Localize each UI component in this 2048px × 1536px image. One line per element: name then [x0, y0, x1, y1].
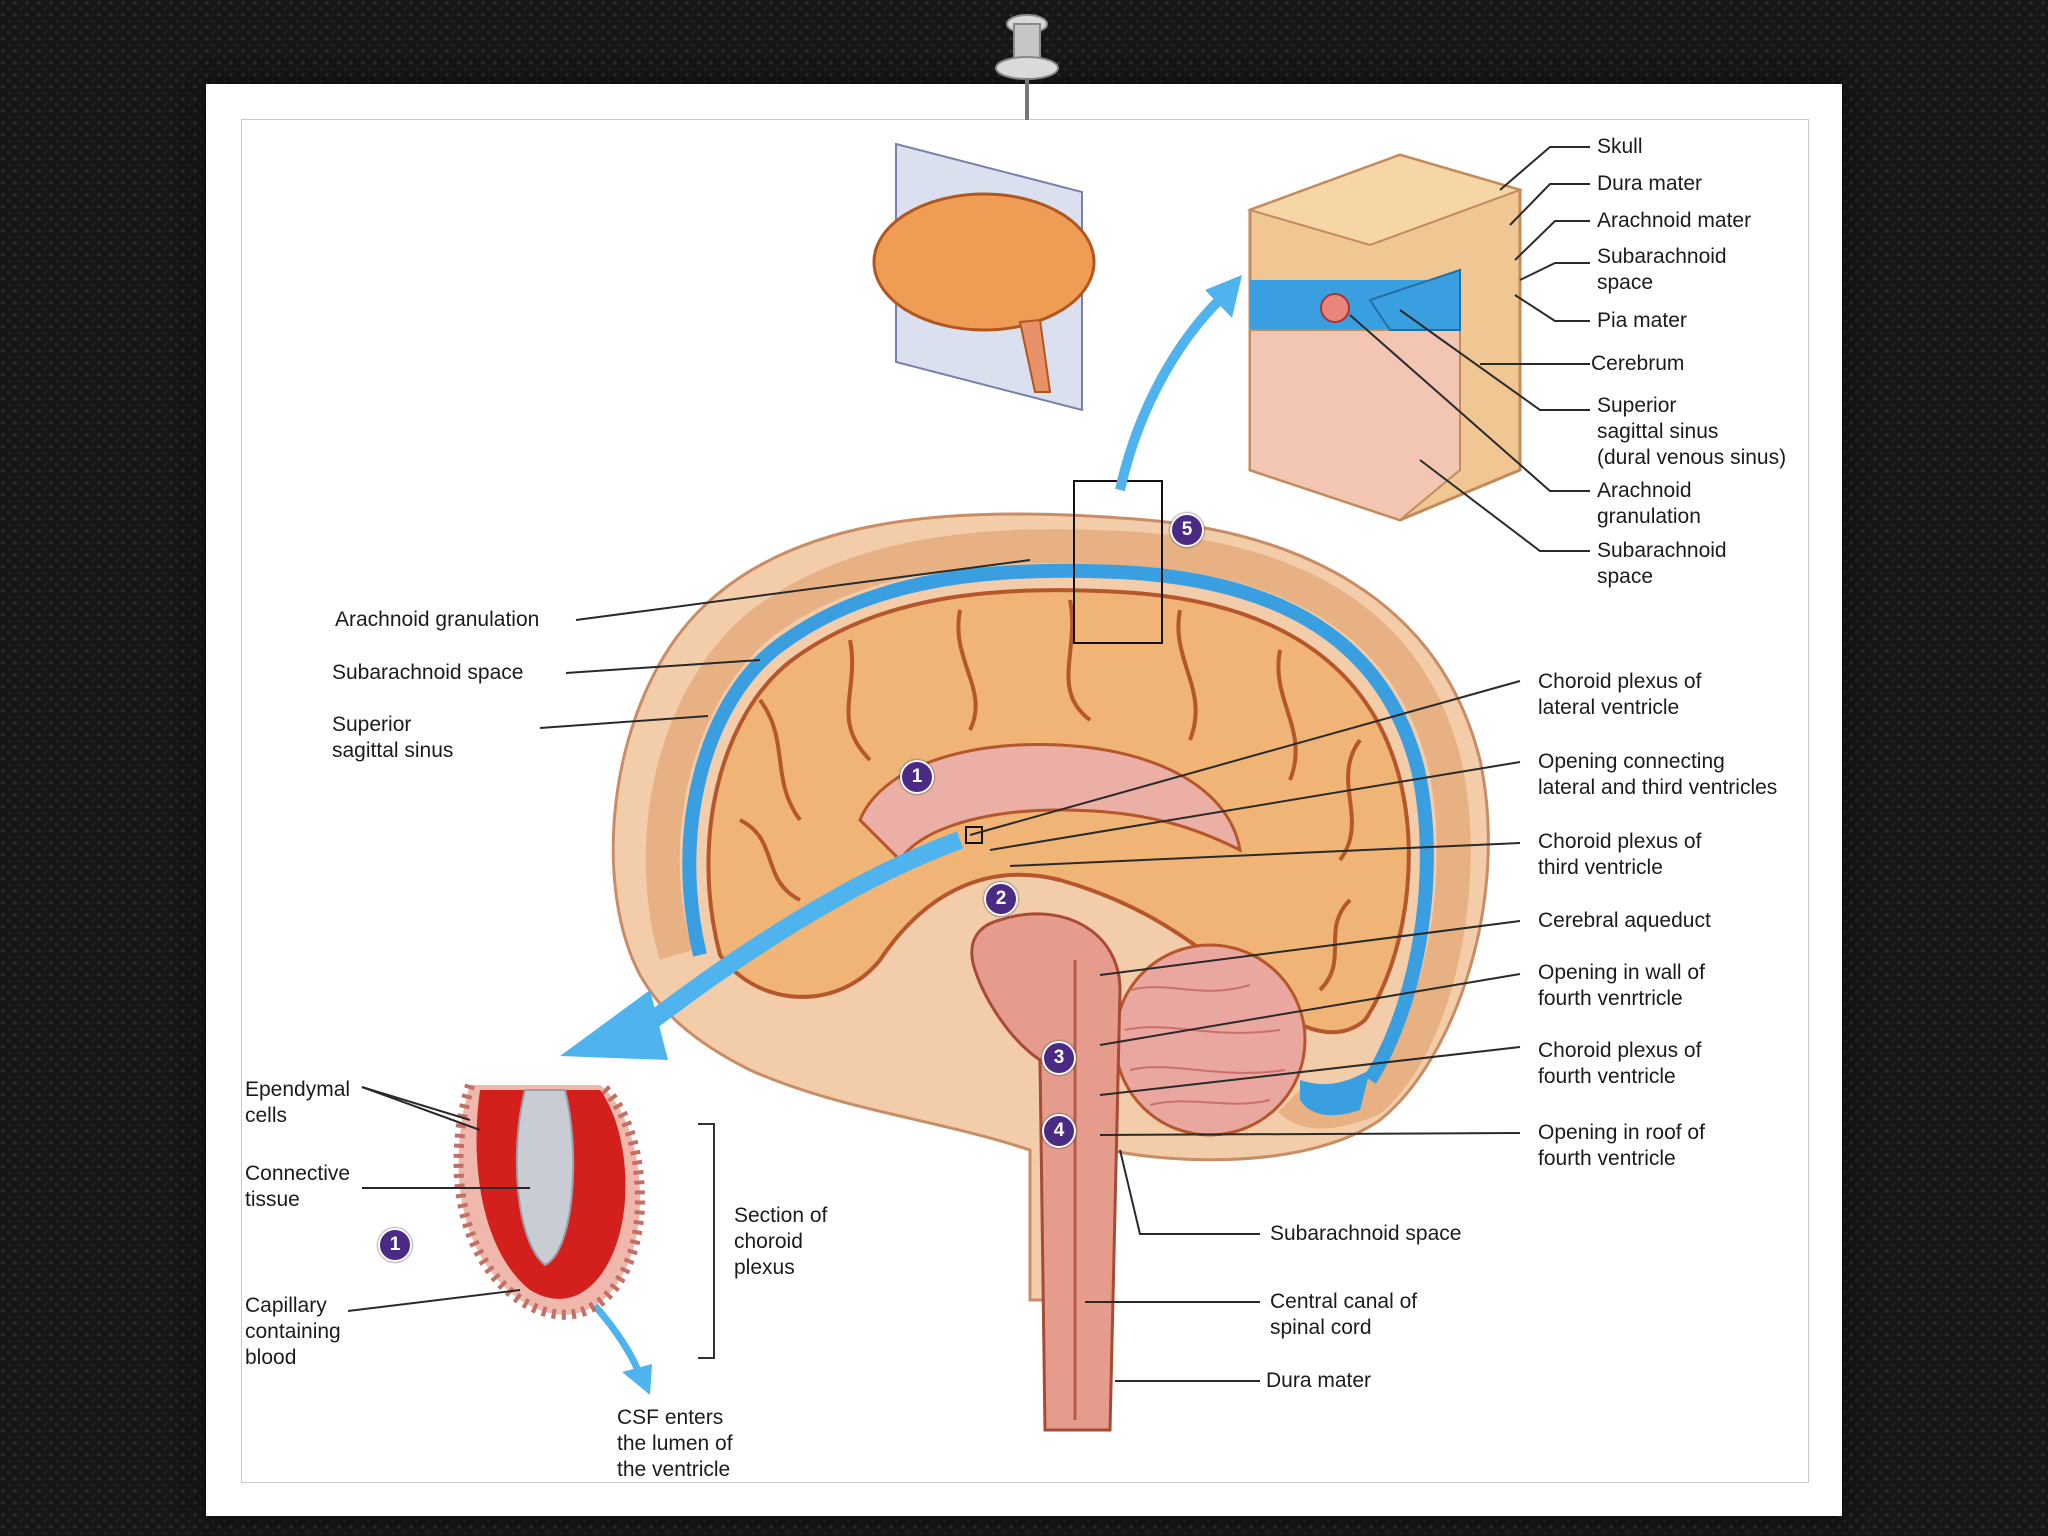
label-opening-roof-fourth: Opening in roof of fourth ventricle [1538, 1121, 1705, 1170]
label-ependymal-cells: Ependymal cells [245, 1078, 351, 1127]
brainstem-spinal-cord [970, 912, 1122, 1432]
arrow-to-inset [1115, 286, 1234, 492]
inset-label-cerebrum: Cerebrum [1591, 352, 1685, 375]
label-subarachnoid-space-lower: Subarachnoid space [1270, 1222, 1462, 1245]
cerebellum [1113, 943, 1307, 1137]
arrow-to-inset-head [1205, 275, 1242, 318]
push-pin-icon [995, 14, 1059, 120]
lateral-ventricle [858, 742, 1242, 863]
choroid-plexus-section [453, 1081, 646, 1320]
reference-brainstem [1018, 318, 1052, 393]
choroid-region-box [965, 826, 983, 844]
inset-label-subarachnoid-space: Subarachnoid space [1597, 245, 1727, 294]
fourth-ventricle-csf [1300, 1070, 1370, 1116]
inset-label-skull: Skull [1597, 135, 1643, 158]
arrow-csf-lumen-head [622, 1364, 652, 1395]
label-connective-tissue: Connective tissue [245, 1162, 351, 1211]
label-superior-sagittal-sinus: Superior sagittal sinus [332, 713, 454, 762]
inset-label-superior-sagittal-sinus: Superior sagittal sinus (dural venous si… [1597, 394, 1787, 469]
label-cerebral-aqueduct: Cerebral aqueduct [1538, 909, 1711, 932]
label-choroid-plexus-lateral: Choroid plexus of lateral ventricle [1538, 670, 1702, 719]
step-1-marker: 1 [900, 760, 934, 794]
step-1-choroid-marker: 1 [378, 1228, 412, 1262]
inset-label-arachnoid-mater: Arachnoid mater [1597, 209, 1752, 232]
leader-lines [347, 146, 1590, 1382]
arrow-to-choroid-head [560, 990, 668, 1060]
inset-label-dura-mater: Dura mater [1597, 172, 1703, 195]
label-subarachnoid-space: Subarachnoid space [332, 661, 524, 684]
label-dura-mater-lower: Dura mater [1266, 1369, 1372, 1392]
label-opening-lateral-third: Opening connecting lateral and third ven… [1538, 750, 1778, 799]
step-3-marker: 3 [1042, 1041, 1076, 1075]
label-capillary: Capillary containing blood [245, 1294, 341, 1369]
label-central-canal: Central canal of spinal cord [1270, 1290, 1418, 1339]
subarachnoid-csf [682, 563, 1434, 1084]
label-arachnoid-granulation: Arachnoid granulation [335, 608, 540, 631]
inset-label-arachnoid-granulation: Arachnoid granulation [1597, 479, 1701, 528]
step-2-marker: 2 [984, 882, 1018, 916]
reference-brain [872, 192, 1096, 332]
step-5-marker: 5 [1170, 513, 1204, 547]
arrow-to-choroid [634, 831, 964, 1038]
label-choroid-plexus-fourth: Choroid plexus of fourth ventricle [1538, 1039, 1702, 1088]
label-choroid-plexus-third: Choroid plexus of third ventricle [1538, 830, 1702, 879]
inset-label-subarachnoid-space-2: Subarachnoid space [1597, 539, 1727, 588]
inset-label-pia-mater: Pia mater [1597, 309, 1687, 332]
label-section-choroid-plexus: Section of choroid plexus [734, 1204, 828, 1279]
meninges-inset [1246, 153, 1524, 522]
skull-layer [645, 529, 1471, 1129]
label-csf-enters: CSF enters the lumen of the ventricle [617, 1406, 733, 1481]
label-opening-wall-fourth: Opening in wall of fourth venrtricle [1538, 961, 1705, 1010]
step-4-marker: 4 [1042, 1114, 1076, 1148]
section-bracket [698, 1123, 715, 1359]
